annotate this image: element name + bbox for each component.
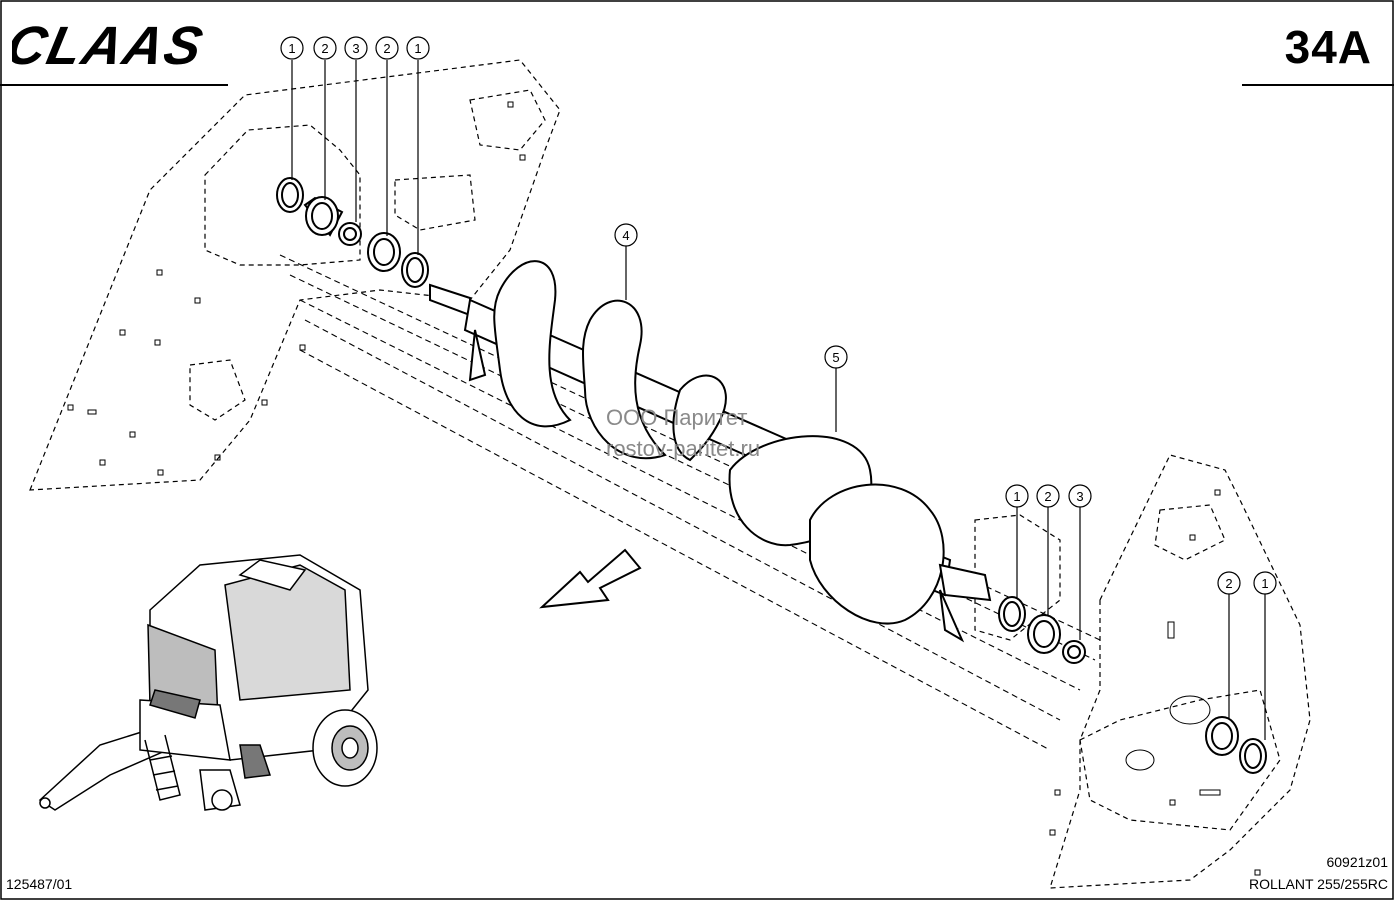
splined-shaft-end-right [938, 563, 992, 602]
callout-leaders [291, 60, 1266, 740]
svg-text:3: 3 [352, 41, 359, 56]
image-reference: 60921z01 [1326, 854, 1388, 870]
seal-ring-left-1b [401, 252, 429, 288]
seal-ring-far-right-1 [1239, 738, 1267, 774]
direction-arrow [539, 548, 642, 609]
flight-tip-4 [468, 329, 487, 382]
svg-text:2: 2 [1225, 576, 1232, 591]
model-name: ROLLANT 255/255RC [1248, 876, 1388, 892]
baler-machine-sketch [38, 554, 378, 811]
logo-text: CLAAS [12, 16, 210, 74]
watermark-line-2: rostov-paritet.ru [606, 436, 761, 461]
callout-mid-1: 1 [1005, 484, 1029, 508]
callout-top-1: 1 [280, 36, 304, 60]
right-wall-holes [1049, 489, 1261, 876]
svg-text:2: 2 [383, 41, 390, 56]
svg-text:1: 1 [288, 41, 295, 56]
spacer-left-3 [338, 222, 362, 246]
flight-4a [493, 260, 572, 428]
splined-shaft-end-left [429, 283, 471, 317]
header-rule-right [1242, 84, 1394, 86]
svg-text:3: 3 [1076, 489, 1083, 504]
auger-part-5 [728, 435, 992, 643]
callout-mid-2: 2 [1036, 484, 1060, 508]
right-side-wall [974, 454, 1311, 889]
bearing-left-2b [367, 232, 401, 272]
left-bearing-set [276, 177, 429, 288]
trough-outline [279, 254, 1101, 751]
flight-4c [672, 374, 727, 462]
flight-tip-5 [939, 589, 965, 643]
callout-auger-4: 4 [614, 223, 638, 247]
callout-top-3: 3 [344, 36, 368, 60]
right-bearing-set [998, 596, 1086, 664]
callout-far-2: 2 [1217, 571, 1241, 595]
header-rule-left [0, 84, 228, 86]
callout-top-2: 2 [313, 36, 337, 60]
svg-text:1: 1 [1261, 576, 1268, 591]
svg-text:2: 2 [1044, 489, 1051, 504]
callout-auger-5: 5 [824, 345, 848, 369]
bearing-right-2 [1027, 614, 1061, 654]
callout-top-4: 2 [375, 36, 399, 60]
far-right-bearing-set [1205, 716, 1267, 774]
left-wall-holes [67, 101, 526, 476]
watermark: ООО Паритет rostov-paritet.ru [606, 402, 760, 464]
callout-top-5: 1 [406, 36, 430, 60]
claas-logo: CLAAS [12, 16, 210, 74]
callouts: 1 2 3 2 1 4 5 1 2 3 2 1 [280, 36, 1277, 595]
callout-far-1: 1 [1253, 571, 1277, 595]
top-cover [238, 559, 307, 591]
bearing-far-right-2 [1205, 716, 1239, 756]
watermark-line-1: ООО Паритет [606, 405, 748, 430]
spacer-right-3 [1062, 640, 1086, 664]
svg-text:1: 1 [1013, 489, 1020, 504]
flight-5b [809, 483, 945, 625]
seal-ring-left-1 [276, 177, 304, 213]
page-number: 34A [1284, 21, 1372, 73]
left-side-wall [29, 59, 561, 491]
svg-text:5: 5 [832, 350, 839, 365]
seal-ring-right-1 [998, 596, 1026, 632]
callout-mid-3: 3 [1068, 484, 1092, 508]
flight-4b [581, 299, 667, 460]
svg-text:1: 1 [414, 41, 421, 56]
drawing-reference: 125487/01 [6, 876, 73, 892]
svg-text:2: 2 [321, 41, 328, 56]
bearing-left-2 [303, 196, 344, 237]
svg-text:4: 4 [622, 228, 629, 243]
